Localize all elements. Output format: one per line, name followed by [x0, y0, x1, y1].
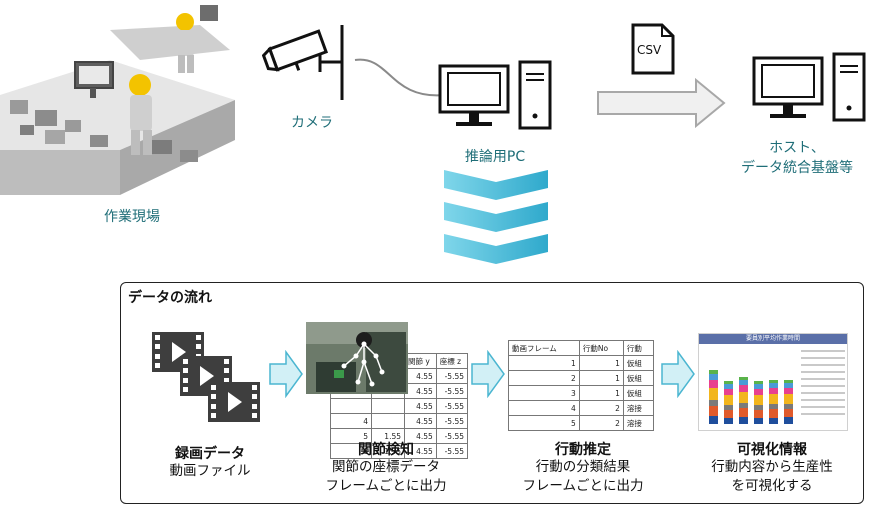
joint-col-y: 関節 y [404, 353, 437, 369]
viz-bar-segment [724, 405, 733, 410]
viz-bar-segment [709, 406, 718, 416]
csv-file-icon [631, 23, 675, 75]
viz-bar-segment [769, 383, 778, 388]
transfer-arrow [597, 78, 726, 128]
viz-bar-segment [769, 380, 778, 383]
step-viz-desc-2: を可視化する [731, 478, 813, 494]
down-chevrons [444, 170, 548, 264]
data-flow-title: データの流れ [128, 290, 212, 306]
camera-icon [262, 25, 344, 100]
viz-bar-segment [739, 377, 748, 380]
viz-bar-segment [784, 380, 793, 383]
action-col-no: 行動No [578, 340, 624, 356]
step-recording-desc: 動画ファイル [169, 463, 251, 479]
step-action-title: 行動推定 [555, 442, 611, 458]
host-label: ホスト、 データ統合基盤等 [722, 138, 872, 178]
viz-bar-segment [754, 418, 763, 424]
viz-bar-segment [784, 394, 793, 404]
viz-bar-segment [769, 418, 778, 424]
viz-bar-segment [754, 405, 763, 410]
viz-title-bar [699, 334, 847, 344]
viz-bar-segment [784, 383, 793, 388]
site-label: 作業現場 [104, 209, 160, 225]
host-label-line1: ホスト、 [769, 140, 825, 156]
step-joint-title: 関節検知 [358, 442, 414, 458]
viz-bar-segment [724, 384, 733, 389]
pose-photo [306, 322, 408, 394]
pc-icon [438, 60, 552, 130]
host-pc-icon [752, 52, 866, 122]
viz-bar-segment [784, 409, 793, 417]
viz-bar-segment [784, 388, 793, 394]
viz-bar-segment [754, 389, 763, 395]
flow-arrow-2 [471, 350, 505, 398]
viz-bar-segment [739, 403, 748, 408]
viz-bar-segment [739, 385, 748, 392]
viz-bar-segment [769, 394, 778, 404]
viz-bar-segment [739, 392, 748, 403]
viz-bar-segment [784, 404, 793, 409]
action-col-frame: 動画フレーム [508, 340, 580, 356]
step-joint-desc-2: フレームごとに出力 [325, 478, 447, 494]
flow-arrow-1 [269, 350, 303, 398]
action-col-action: 行動 [622, 340, 655, 356]
viz-bar-segment [724, 410, 733, 418]
viz-bar-segment [754, 381, 763, 384]
viz-bar-segment [769, 409, 778, 418]
viz-bar-segment [769, 388, 778, 394]
viz-bar-segment [709, 380, 718, 388]
viz-bar-segment [709, 374, 718, 380]
host-label-line2: データ統合基盤等 [741, 160, 853, 176]
viz-bar-segment [724, 395, 733, 405]
viz-bar-segment [784, 417, 793, 424]
camera-label: カメラ [291, 115, 333, 131]
viz-bar-segment [739, 380, 748, 385]
step-action-desc-2: フレームごとに出力 [522, 478, 644, 494]
viz-bar-segment [769, 404, 778, 409]
viz-bar-segment [754, 410, 763, 418]
viz-side-table [801, 350, 845, 415]
video-file-icon [152, 332, 260, 422]
step-action-desc-1: 行動の分類結果 [535, 459, 631, 475]
viz-title: 要員別平均作業時間 [745, 335, 800, 342]
viz-bar-segment [739, 408, 748, 417]
step-viz-desc-1: 行動内容から生産性 [711, 459, 833, 475]
csv-label: CSV [637, 43, 662, 57]
viz-bar-segment [739, 417, 748, 424]
viz-bar-segment [709, 416, 718, 424]
viz-bar-segment [754, 384, 763, 389]
viz-bar-segment [709, 370, 718, 374]
viz-stacked-bars [709, 370, 793, 424]
flow-arrow-3 [661, 350, 695, 398]
step-recording-title: 録画データ [175, 446, 245, 462]
joint-col-z: 座標 z [435, 353, 469, 369]
viz-bar-segment [754, 395, 763, 405]
camera-cable [354, 58, 446, 97]
pc-label: 推論用PC [464, 149, 526, 165]
step-joint-desc-1: 関節の座標データ [332, 459, 440, 475]
step-viz-title: 可視化情報 [737, 442, 807, 458]
viz-bar-segment [724, 381, 733, 384]
viz-bar-segment [709, 400, 718, 406]
viz-bar-segment [709, 388, 718, 400]
viz-bar-segment [724, 389, 733, 395]
factory-illustration [0, 5, 235, 195]
viz-bar-segment [724, 418, 733, 424]
visualization-thumbnail: 要員別平均作業時間 [698, 333, 848, 431]
